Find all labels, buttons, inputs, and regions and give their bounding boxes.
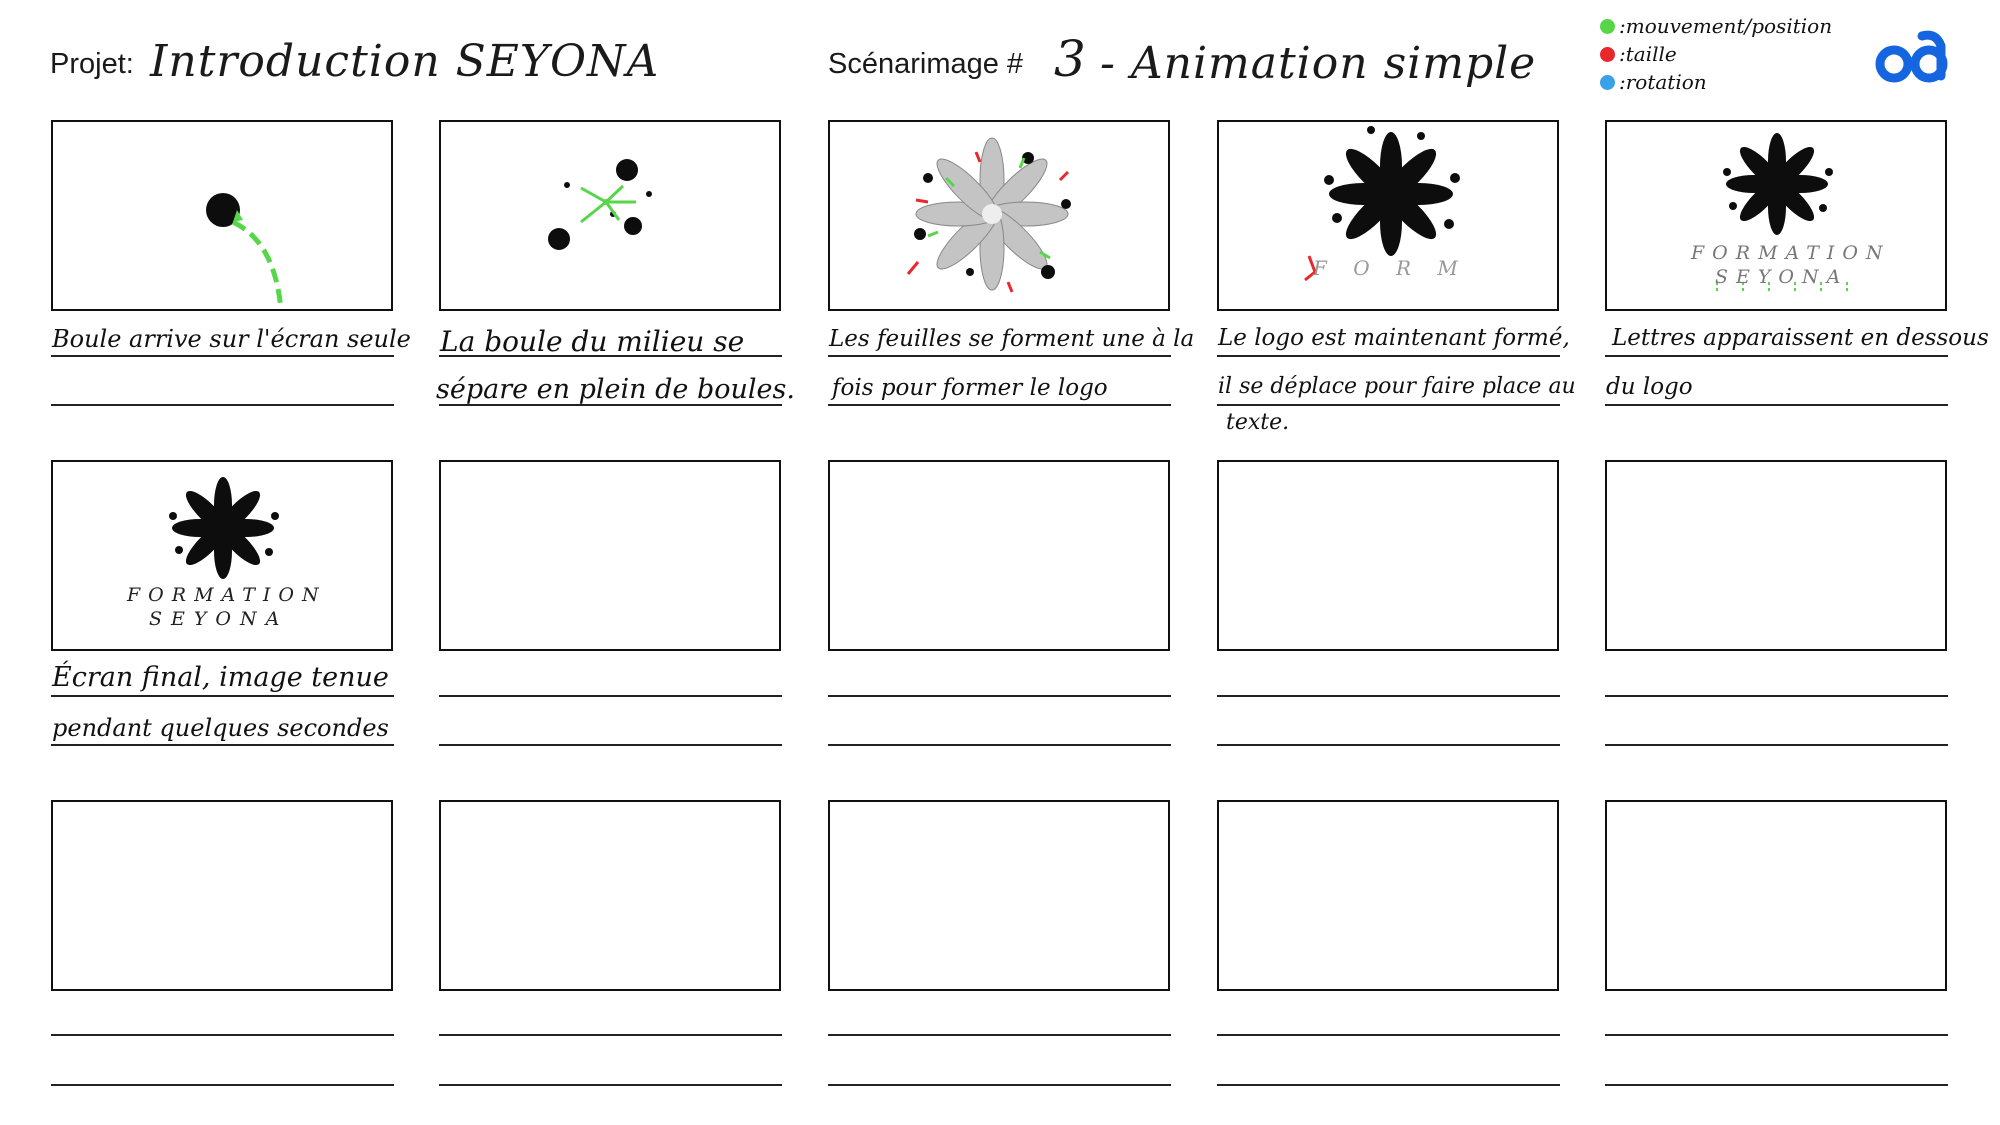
caption-rule	[828, 1034, 1171, 1036]
caption-rule	[439, 1034, 782, 1036]
frame-5-caption-line-2: du logo	[1606, 374, 1693, 400]
legend-label-size: :taille	[1619, 42, 1677, 66]
storyboard-title: - Animation simple	[1100, 38, 1537, 89]
caption-rule	[439, 744, 782, 746]
brand-logo-icon	[1875, 30, 1948, 83]
frame-5-caption-line-1: Lettres apparaissent en dessous	[1612, 325, 1989, 351]
storyboard-frame-9	[1217, 460, 1559, 651]
frame-4-caption-line-1: Le logo est maintenant formé,	[1218, 325, 1570, 351]
legend-item-movement: :mouvement/position	[1600, 14, 1832, 38]
caption-rule	[1217, 695, 1560, 697]
caption-rule	[1217, 355, 1560, 357]
caption-rule	[1217, 744, 1560, 746]
caption-rule	[828, 744, 1171, 746]
caption-rule	[439, 404, 782, 406]
caption-rule	[439, 1084, 782, 1086]
storyboard-frame-5: FORMATION SEYONA	[1605, 120, 1947, 311]
caption-rule	[51, 744, 394, 746]
caption-rule	[828, 695, 1171, 697]
caption-rule	[51, 355, 394, 357]
caption-rule	[828, 355, 1171, 357]
caption-rule	[1217, 1084, 1560, 1086]
caption-rule	[1217, 404, 1560, 406]
logo-text-line-2: SEYONA	[149, 608, 289, 630]
storyboard-frame-11	[51, 800, 393, 991]
storyboard-label: Scénarimage #	[828, 48, 1024, 80]
caption-rule	[1605, 355, 1948, 357]
storyboard-frame-2	[439, 120, 781, 311]
frame-1-caption-line-1: Boule arrive sur l'écran seule	[52, 325, 411, 353]
storyboard-frame-3	[828, 120, 1170, 311]
storyboard-frame-13	[828, 800, 1170, 991]
storyboard-frame-12	[439, 800, 781, 991]
caption-rule	[1217, 1034, 1560, 1036]
storyboard-frame-14	[1217, 800, 1559, 991]
logo-text-line-1: FORMATION	[1691, 242, 1891, 264]
caption-rule	[51, 695, 394, 697]
legend-dot-red	[1600, 46, 1615, 62]
caption-rule	[1605, 1084, 1948, 1086]
caption-rule	[828, 1084, 1171, 1086]
logo-text-line-2: SEYONA	[1715, 266, 1849, 288]
storyboard-number: 3	[1054, 30, 1087, 88]
storyboard-frame-8	[828, 460, 1170, 651]
frame-2-caption-line-2: sépare en plein de boules.	[436, 374, 795, 405]
frame-2-caption-line-1: La boule du milieu se	[440, 325, 745, 358]
frame-3-caption-line-2: fois pour former le logo	[832, 375, 1108, 401]
caption-rule	[51, 1034, 394, 1036]
storyboard-frame-15	[1605, 800, 1947, 991]
caption-rule	[51, 1084, 394, 1086]
caption-rule	[1605, 404, 1948, 406]
legend-dot-green	[1600, 18, 1615, 34]
caption-rule	[1605, 1034, 1948, 1036]
storyboard-frame-7	[439, 460, 781, 651]
caption-rule	[439, 695, 782, 697]
storyboard-frame-4: F O R M	[1217, 120, 1559, 311]
project-label: Projet:	[50, 48, 134, 80]
legend-item-rotation: :rotation	[1600, 70, 1707, 94]
partial-logo-text: F O R M	[1313, 256, 1468, 280]
frame-3-caption-line-1: Les feuilles se forment une à la	[829, 326, 1195, 352]
project-name: Introduction SEYONA	[150, 36, 660, 87]
storyboard-frame-1	[51, 120, 393, 311]
caption-rule	[51, 404, 394, 406]
frame-6-caption-line-2: pendant quelques secondes	[52, 714, 389, 742]
frame-6-caption-line-1: Écran final, image tenue	[52, 662, 389, 693]
frame-4-caption-line-3: texte.	[1226, 410, 1290, 435]
logo-text-line-1: FORMATION	[127, 584, 327, 606]
caption-rule	[439, 355, 782, 357]
legend-label-rotation: :rotation	[1619, 70, 1707, 94]
legend-dot-blue	[1600, 74, 1615, 90]
caption-rule	[1605, 695, 1948, 697]
caption-rule	[1605, 744, 1948, 746]
caption-rule	[828, 404, 1171, 406]
storyboard-frame-6: FORMATION SEYONA	[51, 460, 393, 651]
frame-4-caption-line-2: il se déplace pour faire place au	[1218, 374, 1576, 399]
legend-label-movement: :mouvement/position	[1619, 14, 1833, 38]
legend-item-size: :taille	[1600, 42, 1677, 66]
storyboard-frame-10	[1605, 460, 1947, 651]
